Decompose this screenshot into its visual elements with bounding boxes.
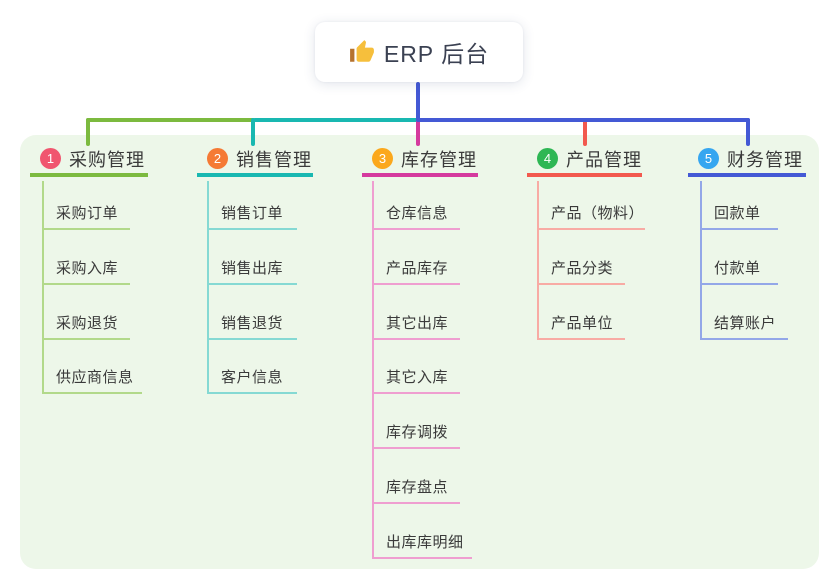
branch-node-product[interactable]: 4 产品管理 [527, 144, 642, 177]
child-node-sales-return[interactable]: 销售退货 [207, 300, 297, 340]
connector-rail [418, 118, 750, 122]
branch-number-badge: 1 [40, 148, 61, 169]
root-node[interactable]: ERP 后台 [315, 22, 523, 82]
child-node-purchase-order[interactable]: 采购订单 [42, 190, 130, 230]
branch-node-inventory[interactable]: 3 库存管理 [362, 144, 478, 177]
child-node-receipt-bill[interactable]: 回款单 [700, 190, 778, 230]
branch-node-purchase[interactable]: 1 采购管理 [30, 144, 148, 177]
root-node-label: ERP 后台 [383, 41, 490, 67]
connector-drop [251, 118, 255, 146]
child-node-other-outbound[interactable]: 其它出库 [372, 300, 460, 340]
connector-drop [746, 118, 750, 146]
child-node-sales-outbound[interactable]: 销售出库 [207, 245, 297, 285]
branch-node-sales[interactable]: 2 销售管理 [197, 144, 313, 177]
branch-number-badge: 2 [207, 148, 228, 169]
connector-drop [416, 120, 420, 146]
child-node-purchase-return[interactable]: 采购退货 [42, 300, 130, 340]
branch-label: 库存管理 [401, 149, 477, 170]
child-node-purchase-inbound[interactable]: 采购入库 [42, 245, 130, 285]
child-node-customer-info[interactable]: 客户信息 [207, 354, 297, 394]
branch-number-badge: 4 [537, 148, 558, 169]
branch-label: 销售管理 [236, 149, 312, 170]
branch-number-badge: 5 [698, 148, 719, 169]
branch-spine [207, 181, 209, 394]
root-connector-line [416, 82, 420, 122]
child-node-warehouse-info[interactable]: 仓库信息 [372, 190, 460, 230]
branch-number-badge: 3 [372, 148, 393, 169]
child-node-product-material[interactable]: 产品（物料） [537, 190, 645, 230]
child-node-sales-order[interactable]: 销售订单 [207, 190, 297, 230]
child-node-outbound-detail[interactable]: 出库库明细 [372, 519, 472, 559]
branch-spine [537, 181, 539, 340]
connector-drop [583, 118, 587, 146]
branch-spine [42, 181, 44, 394]
branch-label: 财务管理 [727, 149, 803, 170]
connector-rail [86, 118, 255, 122]
branch-spine [700, 181, 702, 340]
thumbs-up-icon [349, 39, 375, 65]
child-node-payment-bill[interactable]: 付款单 [700, 245, 778, 285]
child-node-product-unit[interactable]: 产品单位 [537, 300, 625, 340]
connector-rail [253, 118, 418, 122]
child-node-stock-taking[interactable]: 库存盘点 [372, 464, 460, 504]
child-node-supplier-info[interactable]: 供应商信息 [42, 354, 142, 394]
connector-drop [86, 118, 90, 146]
child-node-other-inbound[interactable]: 其它入库 [372, 354, 460, 394]
branch-label: 采购管理 [69, 149, 145, 170]
child-node-product-stock[interactable]: 产品库存 [372, 245, 460, 285]
branch-label: 产品管理 [566, 149, 642, 170]
child-node-stock-transfer[interactable]: 库存调拨 [372, 409, 460, 449]
branch-node-finance[interactable]: 5 财务管理 [688, 144, 806, 177]
branches-panel [20, 135, 819, 569]
child-node-product-category[interactable]: 产品分类 [537, 245, 625, 285]
child-node-settlement-account[interactable]: 结算账户 [700, 300, 788, 340]
branch-spine [372, 181, 374, 559]
